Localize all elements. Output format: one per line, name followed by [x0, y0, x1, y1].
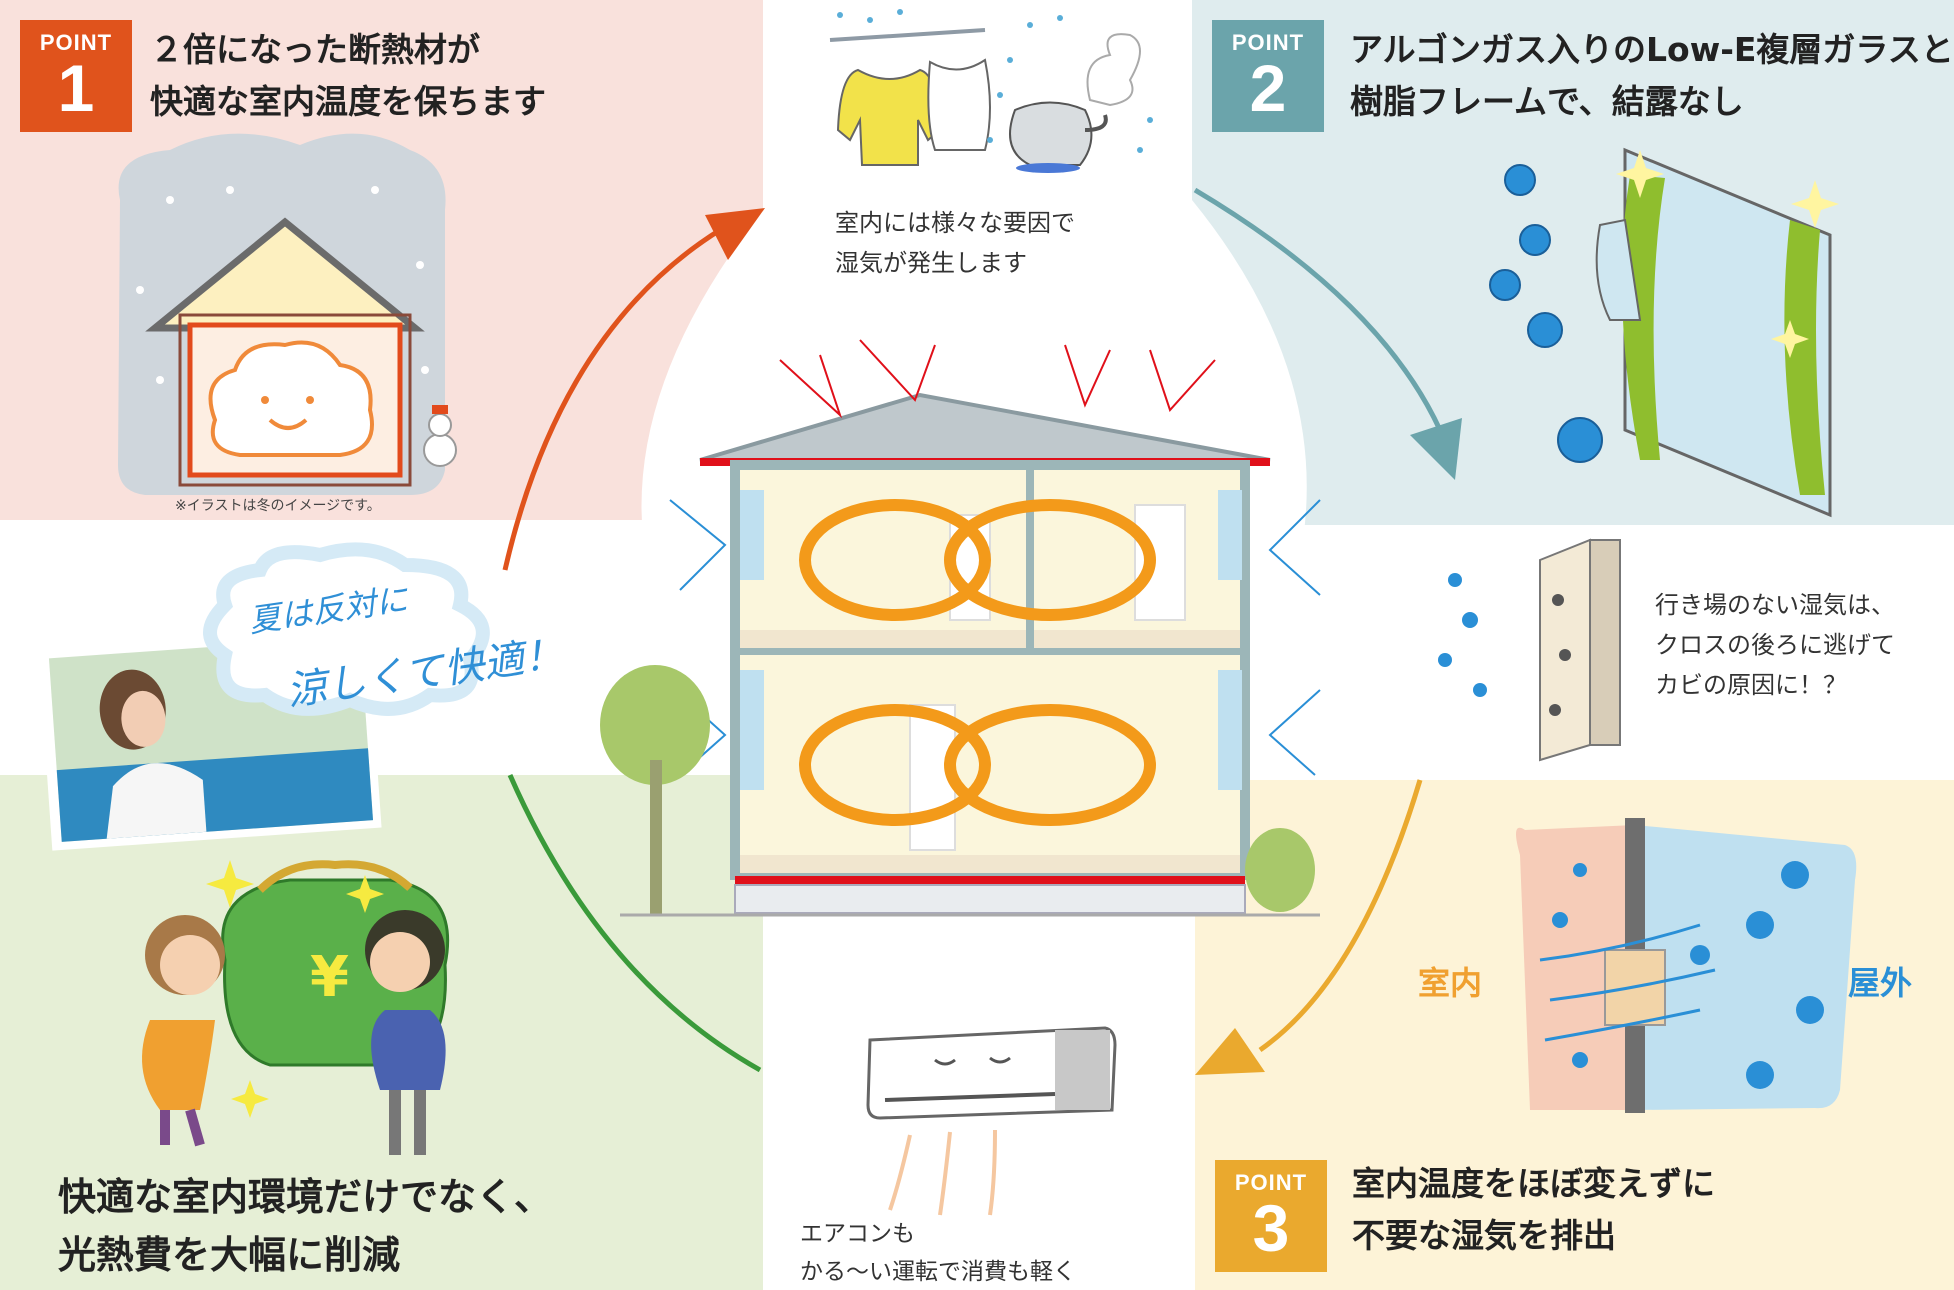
moisture-caption-line2: 湿気が発生します	[835, 249, 1027, 277]
cycle-arrow-1-head	[705, 208, 765, 260]
indoor-label: 室内	[1418, 964, 1483, 1002]
house-cross-section	[600, 339, 1321, 917]
savings-heading-line2: 光熱費を大幅に削減	[58, 1233, 401, 1277]
point2-badge-number: 2	[1249, 51, 1287, 125]
point3-heading-line2: 不要な湿気を排出	[1352, 1216, 1616, 1255]
mold-caption-line1: 行き場のない湿気は、	[1655, 591, 1895, 619]
point1-heading-line1: ２倍になった断熱材が	[150, 30, 480, 69]
point2-heading-line1: アルゴンガス入りのLow-E複層ガラスと	[1350, 30, 1954, 69]
point3-heading: 室内温度をほぼ変えずに 不要な湿気を排出	[1352, 1158, 1715, 1262]
vent-illustration	[1516, 818, 1857, 1113]
yen-icon: ¥	[310, 945, 349, 1010]
point2-heading: アルゴンガス入りのLow-E複層ガラスと 樹脂フレームで、結露なし	[1350, 24, 1954, 128]
moisture-caption-line1: 室内には様々な要因で	[835, 209, 1075, 237]
point2-badge: POINT 2	[1212, 20, 1324, 132]
cycle-arrow-3-head	[1195, 1028, 1265, 1075]
point1-badge-number: 1	[57, 51, 95, 125]
savings-heading-line1: 快適な室内環境だけでなく、	[58, 1175, 553, 1219]
point1-heading: ２倍になった断熱材が 快適な室内温度を保ちます	[150, 24, 546, 128]
aircon-caption-line2: かる〜い運転で消費も軽く	[800, 1259, 1076, 1285]
wallet-people-illustration	[142, 860, 450, 1155]
point2-heading-line2: 樹脂フレームで、結露なし	[1350, 82, 1744, 121]
mold-caption-line2: クロスの後ろに逃げて	[1655, 631, 1895, 659]
point1-heading-line2: 快適な室内温度を保ちます	[150, 82, 546, 121]
moisture-caption: 室内には様々な要因で 湿気が発生します	[835, 203, 1075, 283]
outdoor-label: 屋外	[1848, 964, 1913, 1002]
aircon-caption-line1: エアコンも	[800, 1221, 915, 1247]
window-illustration	[1489, 147, 1839, 518]
winter-house-illustration	[118, 133, 457, 496]
mold-caption-line3: カビの原因に！？	[1655, 671, 1847, 699]
savings-heading: 快適な室内環境だけでなく、 光熱費を大幅に削減	[58, 1168, 552, 1284]
illustration-note: ※イラストは冬のイメージです。	[175, 498, 381, 514]
laundry-kettle-illustration	[829, 9, 1153, 173]
mold-caption: 行き場のない湿気は、 クロスの後ろに逃げて カビの原因に！？	[1655, 585, 1895, 705]
point3-heading-line1: 室内温度をほぼ変えずに	[1352, 1164, 1715, 1203]
point3-badge: POINT 3	[1215, 1160, 1327, 1272]
mold-wall-illustration	[1438, 538, 1621, 762]
point1-badge-label: POINT	[39, 30, 113, 55]
cycle-arrow-2-head	[1410, 418, 1462, 480]
point2-badge-label: POINT	[1231, 30, 1305, 55]
point3-badge-number: 3	[1252, 1191, 1290, 1265]
aircon-illustration	[866, 1026, 1117, 1216]
point3-badge-label: POINT	[1234, 1170, 1308, 1195]
summer-speech-bubble	[203, 542, 490, 716]
point1-badge: POINT 1	[20, 20, 132, 132]
aircon-caption: エアコンも かる〜い運転で消費も軽く	[800, 1215, 1076, 1290]
